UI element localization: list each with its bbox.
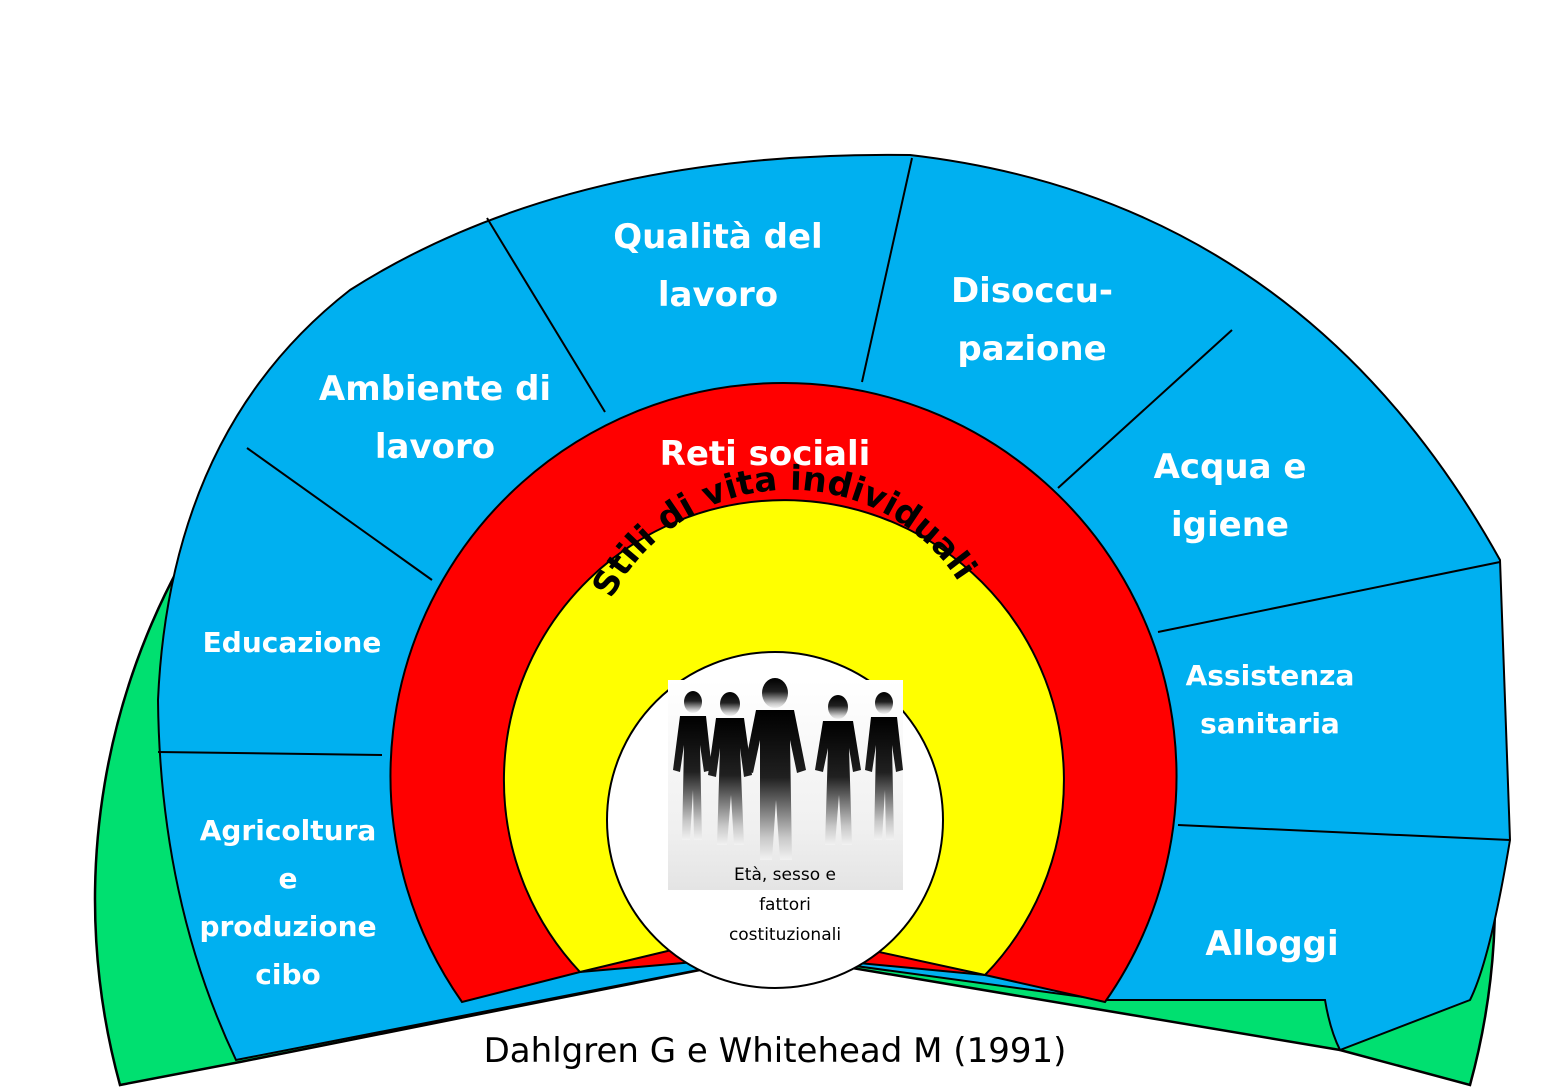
sector-label-line: Qualità del (613, 217, 822, 257)
sector-label-qualita-lavoro: Qualità del lavoro (613, 217, 822, 315)
sector-label-line: lavoro (375, 427, 495, 467)
sector-label-line: lavoro (658, 275, 778, 315)
core-label: Età, sesso e fattori costituzionali (729, 865, 841, 945)
sector-label-assistenza-sanitaria: Assistenza sanitaria (1186, 659, 1355, 740)
sector-label-line: produzione (199, 910, 376, 943)
sector-label-acqua-igiene: Acqua e igiene (1154, 447, 1307, 545)
core-label-line: costituzionali (729, 925, 841, 945)
sector-label-line: e (279, 862, 298, 895)
sector-label-line: Educazione (203, 626, 382, 659)
sector-labels: Agricoltura e produzione cibo Educazione Am… (199, 217, 1354, 991)
sector-label-educazione: Educazione (203, 626, 382, 659)
social-ring-label: Reti sociali (660, 434, 871, 474)
sector-label-alloggi: Alloggi (1205, 924, 1338, 964)
sector-label-line: Acqua e (1154, 447, 1307, 487)
sector-label-line: sanitaria (1200, 707, 1340, 740)
sector-label-line: cibo (255, 958, 320, 991)
sector-label-line: igiene (1171, 505, 1289, 545)
sector-label-agricoltura: Agricoltura e produzione cibo (199, 814, 376, 991)
sector-label-disoccupazione: Disoccu-pazione (951, 271, 1113, 369)
core-label-line: fattori (759, 895, 811, 915)
sector-label-line: Assistenza (1186, 659, 1355, 692)
sector-label-line: Disoccu- (951, 271, 1113, 311)
people-silhouette-icon (668, 678, 903, 890)
sector-dividers (157, 157, 1511, 841)
sector-label-line: Ambiente di (319, 369, 551, 409)
sector-label-line: Alloggi (1205, 924, 1338, 964)
core-label-line: Età, sesso e (734, 865, 836, 885)
citation: Dahlgren G e Whitehead M (1991) (484, 1031, 1067, 1071)
sector-label-line: pazione (957, 329, 1106, 369)
sector-label-ambiente-lavoro: Ambiente di lavoro (319, 369, 551, 467)
sector-label-line: Agricoltura (200, 814, 377, 847)
